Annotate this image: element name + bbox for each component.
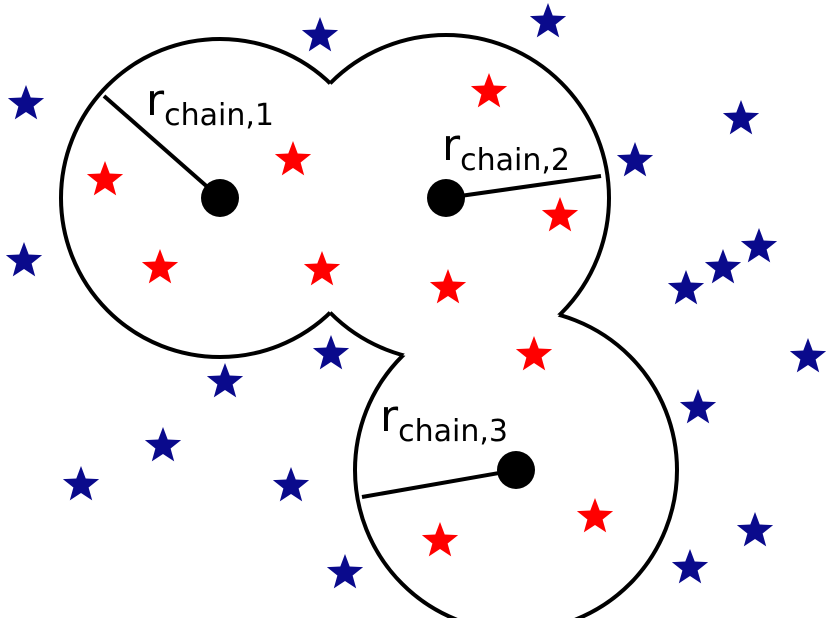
blue-star-icon	[736, 512, 774, 547]
radius-subscript: chain,2	[460, 143, 570, 178]
red-star-icon	[515, 336, 553, 371]
blue-star-icon	[722, 100, 760, 135]
radius-symbol: r	[442, 120, 461, 171]
radius-symbol: r	[380, 391, 399, 442]
blue-star-icon	[671, 549, 709, 584]
blue-star-icon	[206, 363, 244, 398]
blue-star-icon	[272, 467, 310, 502]
red-star-icon	[303, 251, 341, 286]
radius-subscript: chain,3	[398, 414, 508, 449]
red-star-icon	[86, 161, 124, 196]
red-star-icon	[470, 73, 508, 108]
red-star-icon	[541, 197, 579, 232]
radius-subscript: chain,1	[164, 98, 274, 133]
blue-star-icon	[667, 270, 705, 305]
red-star-icon	[141, 249, 179, 284]
radius-symbol: r	[146, 75, 165, 126]
blue-star-icon	[301, 17, 339, 52]
blue-star-icon	[312, 335, 350, 370]
radius-label-2: rchain,2	[442, 120, 570, 178]
radius-label-1: rchain,1	[146, 75, 274, 133]
stars-layer	[5, 3, 827, 589]
radius-line-1	[102, 94, 222, 200]
chain-center-3	[497, 451, 535, 489]
blue-star-icon	[789, 338, 827, 373]
red-star-icon	[421, 522, 459, 557]
red-star-icon	[429, 269, 467, 304]
radius-line-2	[445, 174, 602, 200]
blue-star-icon	[529, 3, 567, 38]
blue-star-icon	[62, 466, 100, 501]
blue-star-icon	[144, 427, 182, 462]
chain-1-boundary	[59, 37, 381, 359]
chain-2-boundary	[281, 33, 611, 363]
chain-center-1	[201, 179, 239, 217]
chain-region	[59, 33, 679, 618]
blue-star-icon	[326, 554, 364, 589]
radius-line-3	[361, 468, 517, 499]
blue-star-icon	[704, 249, 742, 284]
blue-star-icon	[616, 142, 654, 177]
chain-center-2	[427, 179, 465, 217]
red-star-icon	[576, 498, 614, 533]
blue-star-icon	[740, 228, 778, 263]
blue-star-icon	[7, 85, 45, 120]
blue-star-icon	[679, 389, 717, 424]
chain-3-boundary	[353, 307, 679, 618]
radius-label-3: rchain,3	[380, 391, 508, 449]
red-star-icon	[274, 141, 312, 176]
blue-star-icon	[5, 242, 43, 277]
